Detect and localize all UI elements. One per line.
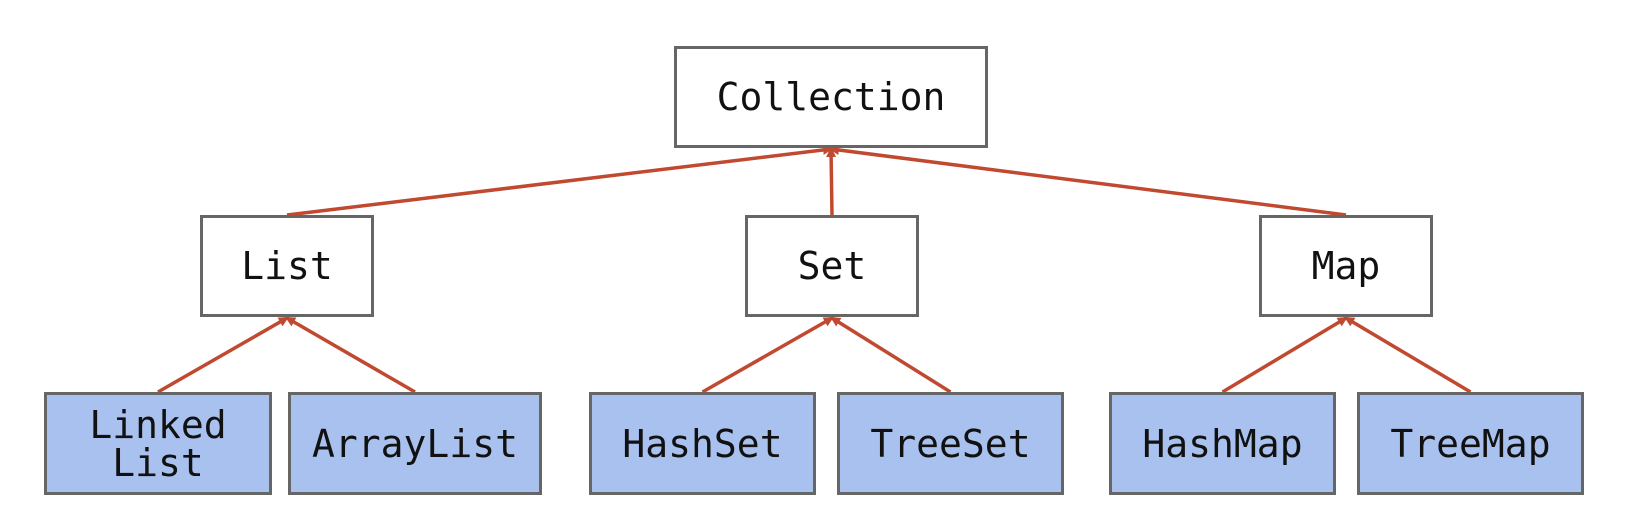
node-treemap-label: TreeMap — [1390, 421, 1551, 466]
edge-hashmap-to-map — [1221, 316, 1348, 394]
node-map-label: Map — [1311, 244, 1381, 288]
node-collection: Collection — [674, 46, 988, 148]
edge-map-to-collection — [829, 145, 1347, 217]
node-arraylist: ArrayList — [288, 392, 542, 495]
edge-hashset-to-set — [701, 316, 834, 394]
node-hashset: HashSet — [589, 392, 816, 495]
node-hashmap-label: HashMap — [1142, 421, 1303, 466]
node-treeset-label: TreeSet — [870, 421, 1031, 466]
node-set-label: Set — [797, 244, 867, 288]
node-set: Set — [745, 215, 919, 317]
node-map: Map — [1259, 215, 1433, 317]
node-linkedlist: Linked List — [44, 392, 272, 495]
node-hashmap: HashMap — [1109, 392, 1336, 495]
edge-treemap-to-map — [1344, 316, 1472, 394]
edge-list-to-collection — [286, 144, 833, 217]
node-collection-label: Collection — [716, 75, 946, 119]
node-treeset: TreeSet — [837, 392, 1064, 495]
node-arraylist-label: ArrayList — [312, 421, 518, 466]
node-list: List — [200, 215, 374, 317]
edge-linkedlist-to-list — [157, 316, 289, 394]
edge-arraylist-to-list — [285, 316, 416, 394]
edge-treeset-to-set — [830, 316, 952, 394]
node-treemap: TreeMap — [1357, 392, 1584, 495]
node-linkedlist-label-line2: List — [112, 440, 204, 485]
node-list-label: List — [241, 244, 333, 288]
node-hashset-label: HashSet — [622, 421, 783, 466]
edge-set-to-collection — [826, 147, 837, 216]
node-linkedlist-label-line1: Linked — [89, 402, 227, 447]
